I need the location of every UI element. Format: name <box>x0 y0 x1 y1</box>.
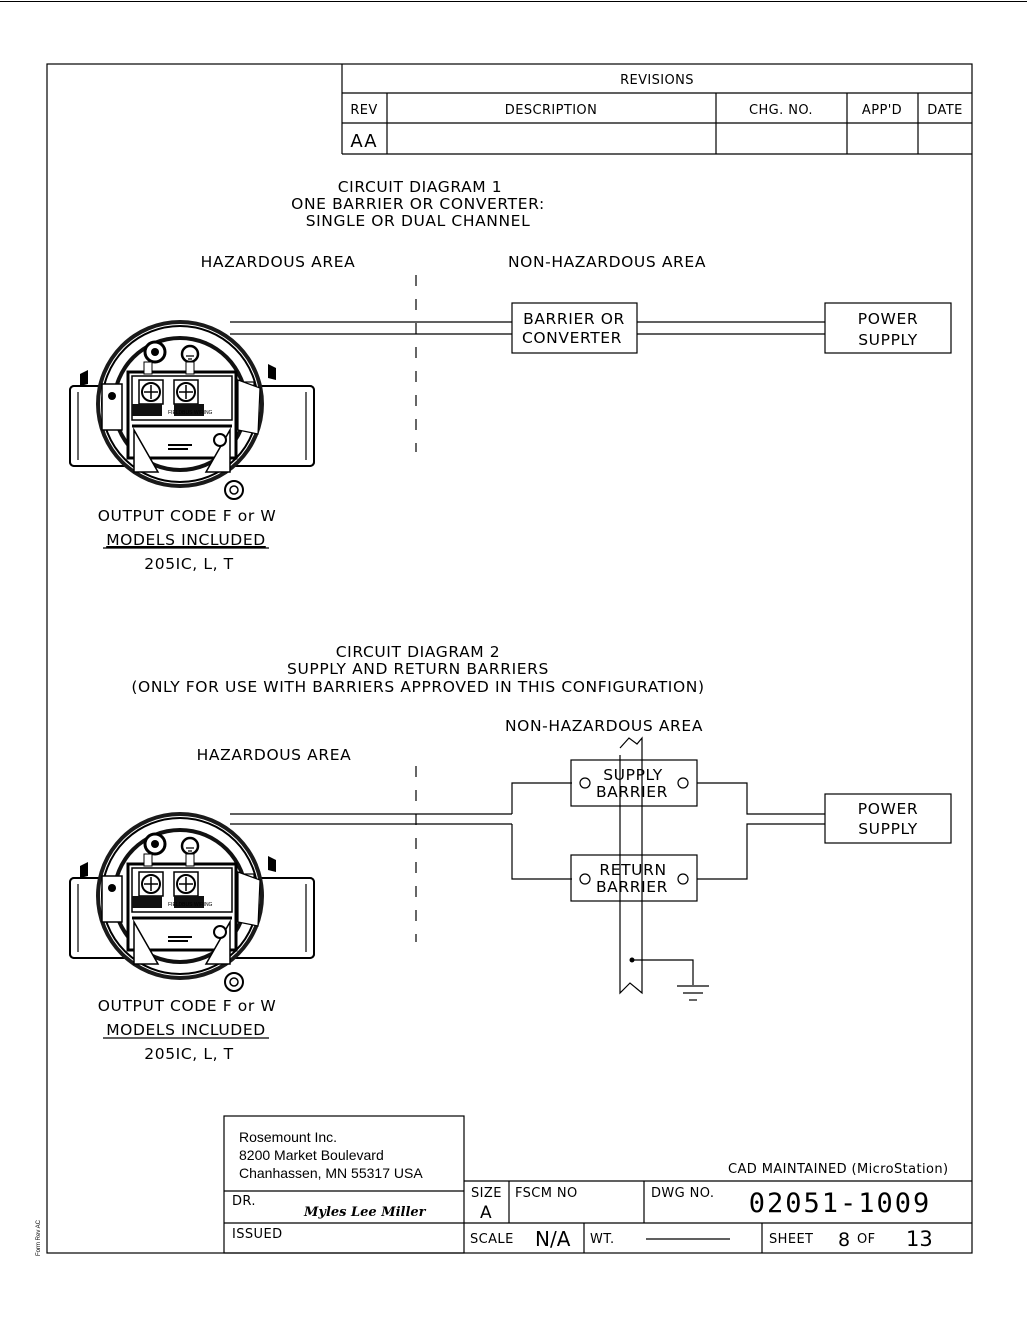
circuit-diagram-1: CIRCUIT DIAGRAM 1 ONE BARRIER OR CONVERT… <box>68 178 952 573</box>
diagram2-hazardous-label: HAZARDOUS AREA <box>197 746 352 764</box>
of-label: OF <box>857 1232 876 1247</box>
diagram2-ground-bus <box>619 755 643 995</box>
diagram1-hazardous-label: HAZARDOUS AREA <box>201 253 356 271</box>
diagram2-return-line1: RETURN <box>599 861 666 879</box>
diagram2-return-line2: BARRIER <box>596 878 668 896</box>
form-revision-note: Form Rev AC <box>36 1219 42 1256</box>
diagram2-power-supply-box <box>824 793 952 844</box>
diagram2-output-code: OUTPUT CODE F or W <box>98 997 277 1015</box>
revisions-table: REVISIONS REV DESCRIPTION CHG. NO. APP'D… <box>341 64 972 155</box>
diagram2-power-line1: POWER <box>858 800 918 818</box>
diagram2-supply-line1: SUPPLY <box>603 766 663 784</box>
size-label: SIZE <box>471 1186 502 1201</box>
title-block: Rosemount Inc. 8200 Market Boulevard Cha… <box>223 1115 972 1254</box>
sheet-border <box>46 63 973 1254</box>
description-column-header: DESCRIPTION <box>505 103 597 118</box>
diagram2-supply-line2: BARRIER <box>596 783 668 801</box>
sheet-label: SHEET <box>769 1232 813 1247</box>
scale-label: SCALE <box>470 1232 514 1247</box>
diagram1-barrier-line1: BARRIER OR <box>523 310 625 328</box>
diagram1-title-line3: SINGLE OR DUAL CHANNEL <box>306 212 531 230</box>
revisions-title: REVISIONS <box>620 73 694 88</box>
diagram1-terminal-label: FIELDBUS WIRING <box>168 410 213 416</box>
diagram1-title-line1: CIRCUIT DIAGRAM 1 <box>338 178 502 196</box>
diagram1-title-line2: ONE BARRIER OR CONVERTER: <box>291 195 545 213</box>
diagram2-title-line2: SUPPLY AND RETURN BARRIERS <box>287 660 549 678</box>
sheet-total: 13 <box>906 1227 933 1251</box>
scale-value: N/A <box>535 1227 571 1251</box>
ground-symbol-icon <box>677 985 709 1001</box>
cad-maintained-note: CAD MAINTAINED (MicroStation) <box>728 1162 948 1177</box>
sheet-number: 8 <box>838 1229 850 1251</box>
diagram2-power-line2: SUPPLY <box>858 820 918 838</box>
diagram1-barrier-line2: CONVERTER <box>522 329 622 347</box>
drawn-by-name: Myles Lee Miller <box>303 1205 427 1220</box>
rev-value: AA <box>350 131 377 152</box>
date-column-header: DATE <box>927 103 962 118</box>
issued-label: ISSUED <box>232 1227 282 1242</box>
size-value: A <box>480 1203 492 1223</box>
company-city: Chanhassen, MN 55317 USA <box>239 1165 423 1181</box>
diagram2-transmitter-illustration: FIELDBUS WIRING <box>68 810 316 993</box>
drawing-number: 02051-1009 <box>749 1188 932 1219</box>
diagram1-output-code: OUTPUT CODE F or W <box>98 507 277 525</box>
company-address: 8200 Market Boulevard <box>239 1147 384 1163</box>
diagram1-power-line1: POWER <box>858 310 918 328</box>
fscm-label: FSCM NO <box>515 1186 578 1201</box>
circuit-diagram-2: CIRCUIT DIAGRAM 2 SUPPLY AND RETURN BARR… <box>68 643 952 1063</box>
diagram1-power-supply-box <box>824 302 952 354</box>
diagram2-terminal-label: FIELDBUS WIRING <box>168 902 213 908</box>
diagram2-title-line3: (ONLY FOR USE WITH BARRIERS APPROVED IN … <box>131 678 704 696</box>
rev-column-header: REV <box>350 103 377 118</box>
diagram1-models-included: MODELS INCLUDED <box>106 531 266 549</box>
diagram2-return-barrier-box <box>570 854 698 902</box>
diagram2-nonhazardous-label: NON-HAZARDOUS AREA <box>505 717 703 735</box>
weight-label: WT. <box>590 1232 615 1247</box>
diagram2-title-line1: CIRCUIT DIAGRAM 2 <box>336 643 500 661</box>
diagram1-nonhazardous-label: NON-HAZARDOUS AREA <box>508 253 706 271</box>
diagram1-models: 205IC, L, T <box>144 555 233 573</box>
drawn-by-label: DR. <box>232 1194 256 1209</box>
diagram1-power-line2: SUPPLY <box>858 331 918 349</box>
diagram2-models-included: MODELS INCLUDED <box>106 1021 266 1039</box>
diagram1-transmitter-illustration: FIELDBUS WIRING <box>68 318 316 501</box>
dwg-no-label: DWG NO. <box>651 1186 714 1201</box>
company-name: Rosemount Inc. <box>239 1129 337 1145</box>
chg-no-column-header: CHG. NO. <box>749 103 813 118</box>
diagram2-models: 205IC, L, T <box>144 1045 233 1063</box>
diagram1-barrier-box <box>511 302 638 354</box>
appd-column-header: APP'D <box>862 103 902 118</box>
